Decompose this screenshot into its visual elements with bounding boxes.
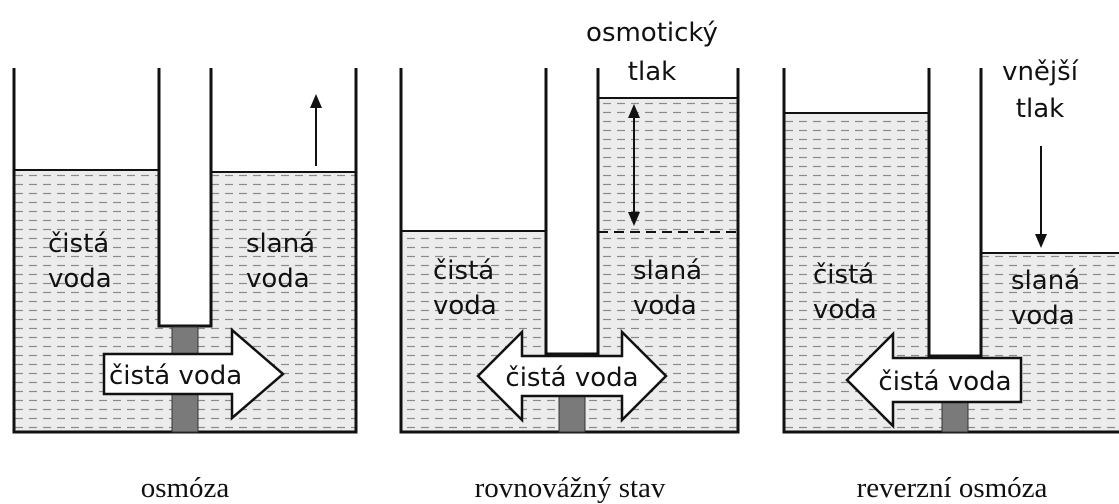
left-label-line2: voda bbox=[48, 264, 112, 294]
left-label-line1: čistá bbox=[813, 260, 874, 290]
right-label-line2: voda bbox=[633, 291, 697, 321]
flow-label: čistá voda bbox=[109, 361, 242, 391]
external-pressure-arrow-head bbox=[1035, 234, 1047, 248]
top-label-line2: tlak bbox=[1016, 94, 1064, 124]
pressure-arrow-head-down bbox=[628, 212, 640, 226]
flow-label: čistá voda bbox=[505, 363, 638, 393]
flow-arrow-left bbox=[845, 330, 1023, 430]
divider bbox=[927, 68, 983, 358]
left-label-line2: voda bbox=[433, 291, 497, 321]
flow-arrow-right bbox=[102, 327, 285, 421]
flow-label: čistá voda bbox=[878, 367, 1011, 397]
right-label-line2: voda bbox=[1011, 301, 1075, 331]
caption: rovnovážný stav bbox=[475, 472, 666, 504]
left-label-line2: voda bbox=[813, 295, 877, 325]
caption: osmóza bbox=[141, 472, 230, 504]
panel-reverse-osmosis: vnější tlak čistá voda slaná voda čistá … bbox=[782, 57, 1119, 504]
caption: reverzní osmóza bbox=[857, 472, 1048, 504]
left-label-line1: čistá bbox=[433, 256, 494, 286]
right-label-line1: slaná bbox=[633, 256, 702, 286]
panel-equilibrium: osmotický tlak čistá voda slaná voda čis… bbox=[399, 18, 740, 504]
left-label-line1: čistá bbox=[48, 229, 109, 259]
rise-arrow-head bbox=[310, 94, 322, 108]
container bbox=[782, 68, 1119, 434]
right-label-line1: slaná bbox=[1011, 266, 1080, 296]
divider bbox=[544, 68, 600, 356]
top-label-line1: osmotický bbox=[586, 18, 718, 48]
right-label-line2: voda bbox=[246, 264, 310, 294]
divider bbox=[157, 68, 213, 328]
flow-arrow-both bbox=[476, 328, 668, 424]
top-label-line2: tlak bbox=[628, 57, 676, 87]
panel-osmosis: čistá voda slaná voda čistá voda osmóza bbox=[12, 68, 358, 504]
pressure-arrow-head-up bbox=[628, 104, 640, 118]
top-label-line1: vnější bbox=[1002, 57, 1079, 87]
right-label-line1: slaná bbox=[246, 229, 315, 259]
